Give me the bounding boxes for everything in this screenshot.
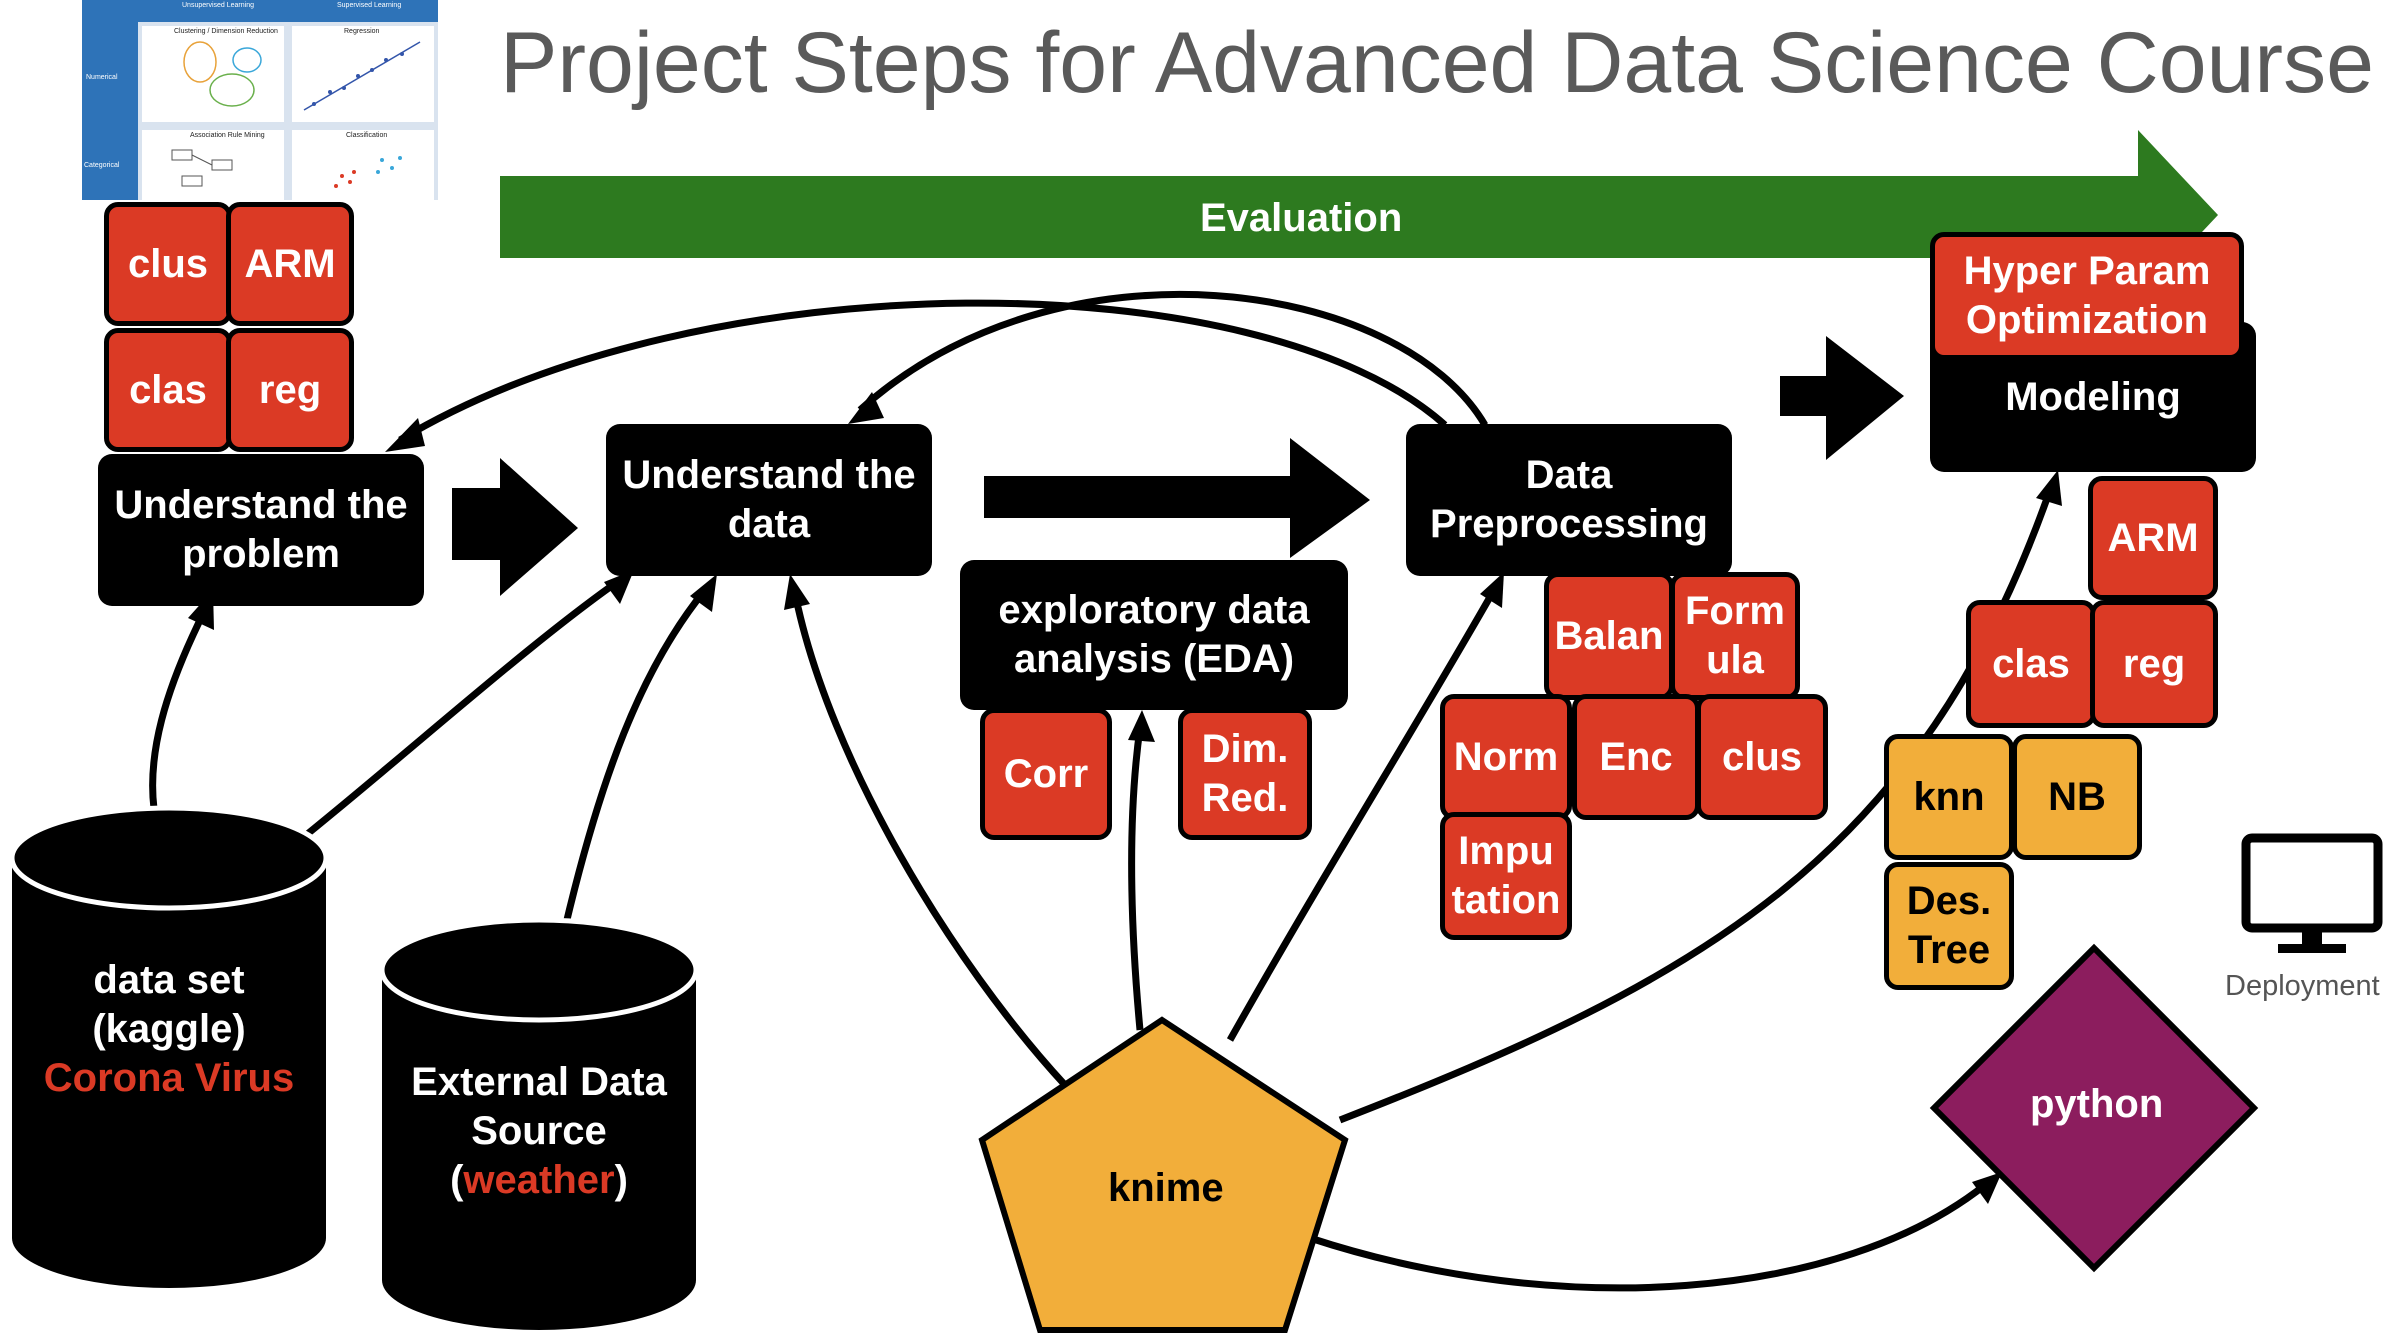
kaggle-line1: data set [93,958,245,1002]
tag-hyper-param-optimization: Hyper Param Optimization [1930,232,2244,360]
tag-decision-tree: Des. Tree [1884,862,2014,990]
external-data-label: External Data Source (weather) [390,1058,688,1205]
tag-formula: Form ula [1670,572,1800,700]
tag-arm-model: ARM [2088,476,2218,600]
knime-label: knime [1108,1166,1224,1210]
thumb-row-categorical: Categorical [84,162,120,169]
external-line3: (weather) [390,1156,688,1205]
arrow-problem-to-data [452,458,578,596]
thumb-plots [171,41,421,188]
evaluation-arrow [500,130,2218,300]
evaluation-label: Evaluation [1200,196,1403,240]
feedback-to-problem [398,299,1448,444]
thumb-col-supervised: Supervised Learning [337,2,402,9]
knime-pentagon [978,1016,1349,1333]
thumb-cell-classification: Classification [346,132,388,139]
external-to-data [561,587,708,929]
thumb-cell-arm: Association Rule Mining [190,132,265,139]
tag-reg: reg [226,328,354,452]
thumb-cell-clustering: Clustering / Dimension Reduction [174,28,278,35]
arrow-data-to-preprocessing [984,438,1370,558]
tag-balan: Balan [1544,572,1674,700]
step-data-preprocessing: Data Preprocessing [1406,424,1732,576]
step-understand-data: Understand the data [606,424,932,576]
tag-clus: clus [104,202,232,326]
thumb-cell-regression: Regression [344,28,380,35]
step-eda: exploratory data analysis (EDA) [960,560,1348,710]
kaggle-highlight: Corona Virus [43,1056,295,1100]
knime-to-preprocessing [1226,588,1498,1042]
knime-to-python [1308,1182,1988,1292]
tag-imputation: Impu tation [1440,812,1572,940]
feedback-to-data [857,291,1489,427]
kaggle-dataset-cylinder [9,805,329,1288]
tag-clas-model: clas [1966,600,2096,728]
external-line2: Source [471,1109,607,1153]
deployment-label: Deployment [2225,970,2380,1002]
learning-types-thumbnail: Unsupervised Learning Supervised Learnin… [82,0,438,200]
thumb-row-numerical: Numerical [86,74,118,81]
knime-to-data [792,597,1068,1088]
external-open: ( [450,1158,464,1202]
knime-to-eda [1128,727,1144,1031]
kaggle-dataset-label: data set (kaggle) Corona Virus [20,956,318,1103]
tag-arm: ARM [226,202,354,326]
external-highlight: weather [463,1158,615,1202]
tag-knn: knn [1884,734,2014,860]
python-label: python [2030,1082,2164,1126]
thumb-col-unsupervised: Unsupervised Learning [182,2,254,9]
external-data-cylinder [379,917,699,1330]
python-diamond [1929,943,2259,1273]
tag-clas: clas [104,328,232,452]
tag-enc: Enc [1572,694,1700,820]
tag-norm: Norm [1440,694,1572,820]
monitor-icon [2241,833,2383,953]
tag-corr: Corr [980,708,1112,840]
tag-dim-red: Dim. Red. [1178,708,1312,840]
arrow-preprocessing-to-modeling [1780,336,1904,460]
kaggle-to-problem [149,608,209,831]
kaggle-line2: (kaggle) [92,1007,246,1051]
external-line1: External Data [411,1060,667,1104]
tag-nb: NB [2012,734,2142,860]
page-title: Project Steps for Advanced Data Science … [500,15,2374,111]
tag-clus-prep: clus [1696,694,1828,820]
tag-reg-model: reg [2090,600,2218,728]
external-close: ) [614,1158,628,1202]
step-understand-problem: Understand the problem [98,454,424,606]
